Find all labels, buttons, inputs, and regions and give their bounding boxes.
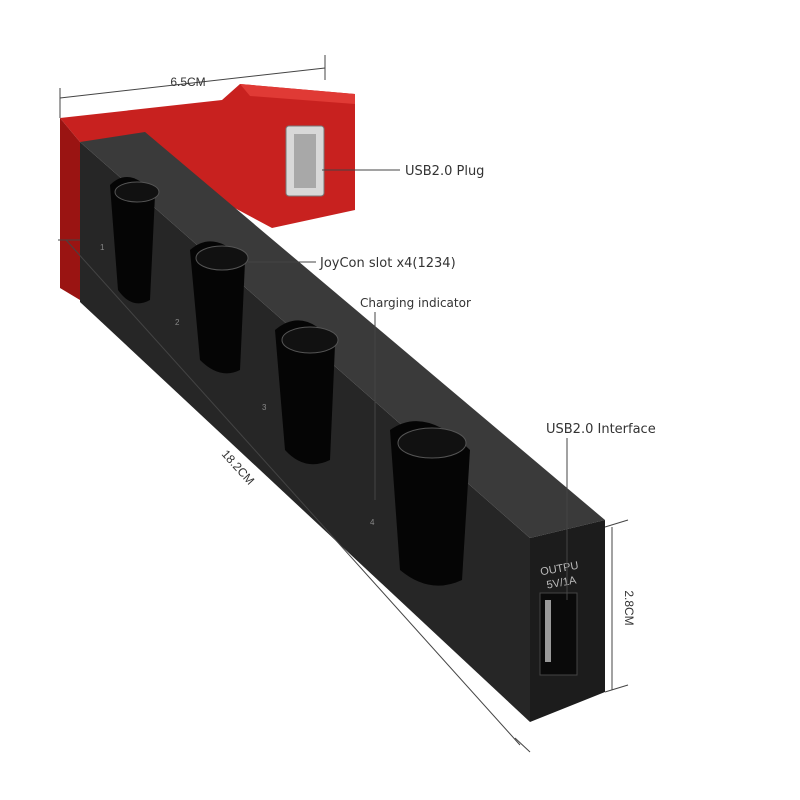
slot-number: 1: [100, 243, 105, 252]
callout-usb-interface: USB2.0 Interface: [546, 422, 656, 600]
slot-3: [275, 320, 335, 465]
slot-number: 4: [370, 518, 375, 527]
red-base: [60, 84, 355, 300]
svg-text:USB2.0 Interface: USB2.0 Interface: [546, 422, 656, 437]
svg-text:2.8CM: 2.8CM: [622, 590, 636, 625]
usb-output-port: OUTPU 5V/1A: [539, 560, 580, 676]
callout-charging-indicator: Charging indicator: [360, 296, 471, 500]
usb-plug: [285, 125, 325, 197]
output-rating: 5V/1A: [546, 574, 578, 591]
slot-number: 3: [262, 403, 267, 412]
svg-text:JoyCon slot x4(1234): JoyCon slot x4(1234): [319, 256, 456, 271]
callout-usb-plug: USB2.0 Plug: [322, 164, 484, 179]
dimension-height: 2.8CM: [604, 519, 636, 693]
slot-1: [110, 177, 155, 304]
slot-2: [190, 241, 245, 374]
dock-body: [80, 132, 605, 722]
slot-4: [390, 421, 470, 586]
svg-text:Charging indicator: Charging indicator: [360, 296, 471, 310]
callout-joycon-slot: JoyCon slot x4(1234): [248, 256, 456, 271]
svg-text:6.5CM: 6.5CM: [170, 75, 205, 89]
joycon-slots: 1 2 3 4: [100, 177, 470, 586]
dimension-width: 6.5CM: [59, 55, 326, 118]
svg-text:USB2.0 Plug: USB2.0 Plug: [405, 164, 484, 179]
slot-number: 2: [175, 318, 180, 327]
